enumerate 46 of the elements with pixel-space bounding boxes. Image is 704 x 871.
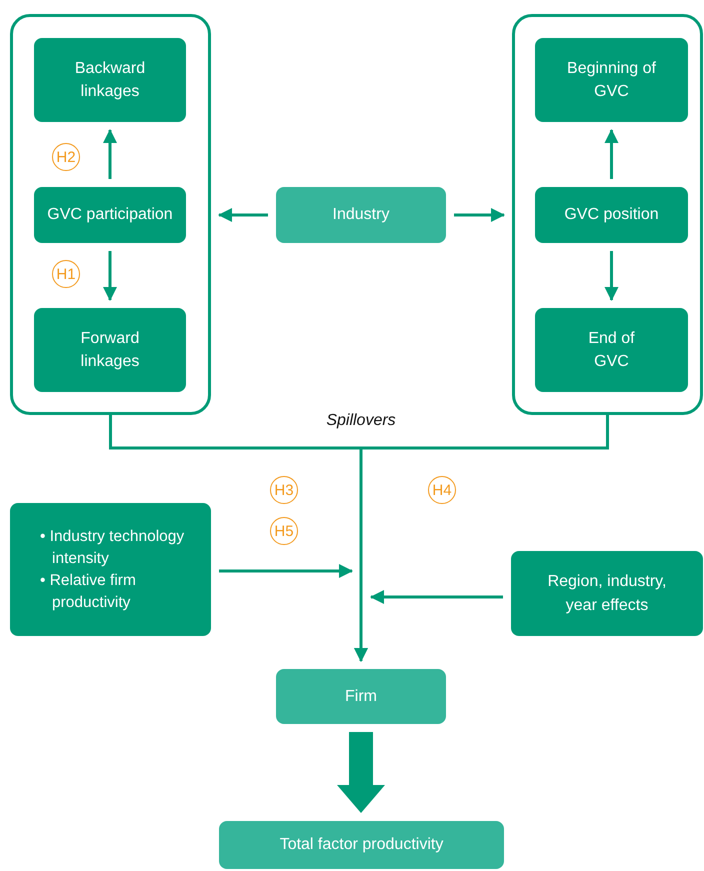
hypothesis-label: H4 bbox=[431, 482, 453, 498]
arrow bbox=[454, 208, 505, 222]
group-frame bbox=[10, 14, 211, 415]
arrow bbox=[370, 590, 503, 604]
hypothesis-label: H5 bbox=[273, 522, 295, 540]
box-label: Beginning of GVC bbox=[566, 58, 657, 102]
box-label: Firm bbox=[344, 688, 378, 706]
factor-box bbox=[34, 308, 186, 392]
box-label: GVC participation bbox=[46, 205, 174, 226]
outcome-box bbox=[276, 669, 446, 724]
box-label: Backward linkages bbox=[74, 58, 146, 102]
outcome-box bbox=[219, 821, 504, 869]
spillovers-label: Spillovers bbox=[326, 412, 396, 430]
factor-box bbox=[511, 551, 703, 636]
box-label: Industry bbox=[332, 206, 390, 224]
hypothesis-badge bbox=[270, 476, 298, 504]
arrow bbox=[103, 129, 117, 179]
arrow bbox=[604, 129, 618, 179]
hypothesis-badge bbox=[428, 476, 456, 504]
arrow bbox=[218, 208, 268, 222]
group-frame bbox=[512, 14, 703, 415]
arrow bbox=[604, 251, 618, 301]
arrow bbox=[103, 251, 117, 301]
outcome-box bbox=[276, 187, 446, 243]
bullet-item: • Industry technology intensity bbox=[40, 526, 186, 568]
box-label: Forward linkages bbox=[80, 328, 140, 372]
hypothesis-label: H2 bbox=[55, 148, 77, 166]
thick-arrow bbox=[337, 732, 385, 813]
arrow bbox=[219, 564, 353, 578]
hypothesis-badge bbox=[270, 517, 298, 545]
hypothesis-label: H3 bbox=[273, 482, 295, 498]
bullet-item: • Relative firm productivity bbox=[40, 570, 137, 612]
factor-box bbox=[34, 38, 186, 122]
connector-line bbox=[354, 415, 609, 662]
box-label: End of GVC bbox=[587, 328, 636, 372]
factor-box bbox=[34, 187, 186, 243]
box-label: GVC position bbox=[563, 205, 660, 226]
factor-box bbox=[535, 308, 688, 392]
box-label: Region, industry, year effects bbox=[546, 572, 668, 616]
factor-box bbox=[535, 187, 688, 243]
factor-list-box bbox=[10, 503, 211, 636]
hypothesis-badge bbox=[52, 260, 80, 288]
factor-box bbox=[535, 38, 688, 122]
box-label: Total factor productivity bbox=[278, 836, 444, 854]
hypothesis-label: H1 bbox=[55, 266, 77, 282]
hypothesis-badge bbox=[52, 143, 80, 171]
